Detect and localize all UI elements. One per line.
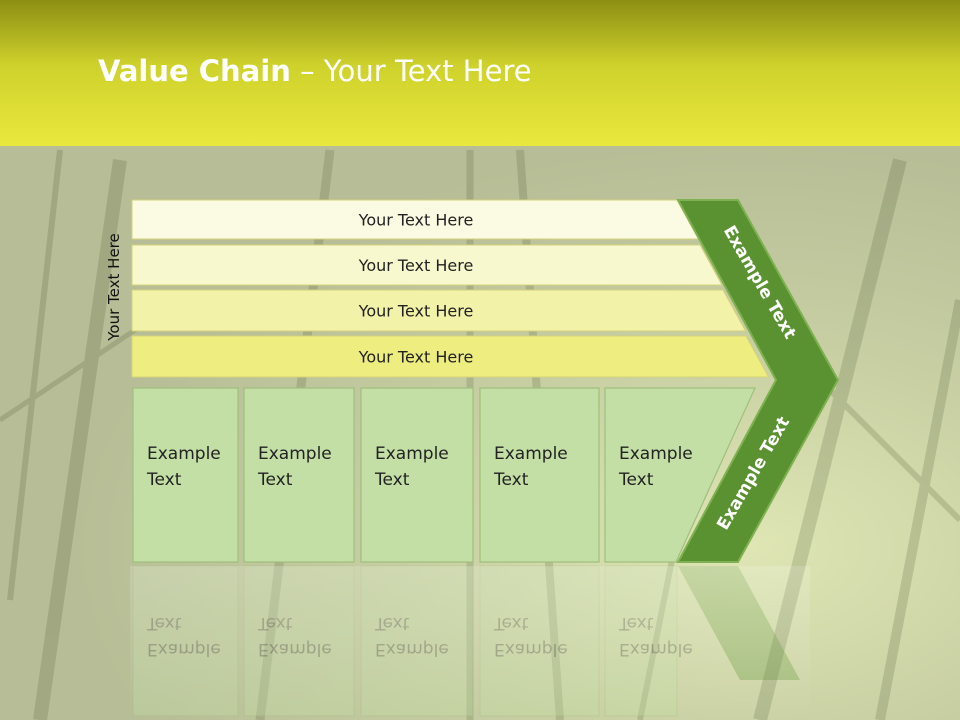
activity-box-text: Text xyxy=(374,470,410,490)
activity-box-text: Example xyxy=(494,444,568,464)
activity-box-text: Text xyxy=(493,470,529,490)
row-label: Your Text Here xyxy=(358,256,474,275)
activity-box-text: Example xyxy=(375,444,449,464)
row-label: Your Text Here xyxy=(358,211,474,230)
activity-box-text: Example xyxy=(619,444,693,464)
reflection: ExampleTextExampleTextExampleTextExample… xyxy=(130,565,810,720)
page-title: Value Chain – Your Text Here xyxy=(98,54,532,88)
activity-box xyxy=(360,387,474,563)
activity-box-text: Text xyxy=(618,470,654,490)
reflection-fade xyxy=(130,566,810,720)
activity-box-text: Text xyxy=(257,470,293,490)
activity-box xyxy=(604,387,756,563)
row-bar xyxy=(131,244,723,286)
side-label: Your Text Here xyxy=(105,233,123,341)
title-rest: – Your Text Here xyxy=(290,54,532,88)
activity-box-text: Example xyxy=(147,444,221,464)
header-band xyxy=(0,0,960,146)
activity-box xyxy=(479,387,600,563)
activity-box xyxy=(243,387,355,563)
row-bar xyxy=(131,335,770,378)
row-bar xyxy=(131,289,747,332)
activity-box-text: Text xyxy=(146,470,182,490)
activity-box-text: Example xyxy=(258,444,332,464)
row-label: Your Text Here xyxy=(358,348,474,367)
chevron-shape xyxy=(676,199,840,563)
row-label: Your Text Here xyxy=(358,302,474,321)
title-bold: Value Chain xyxy=(98,54,291,88)
activity-box xyxy=(132,387,239,563)
